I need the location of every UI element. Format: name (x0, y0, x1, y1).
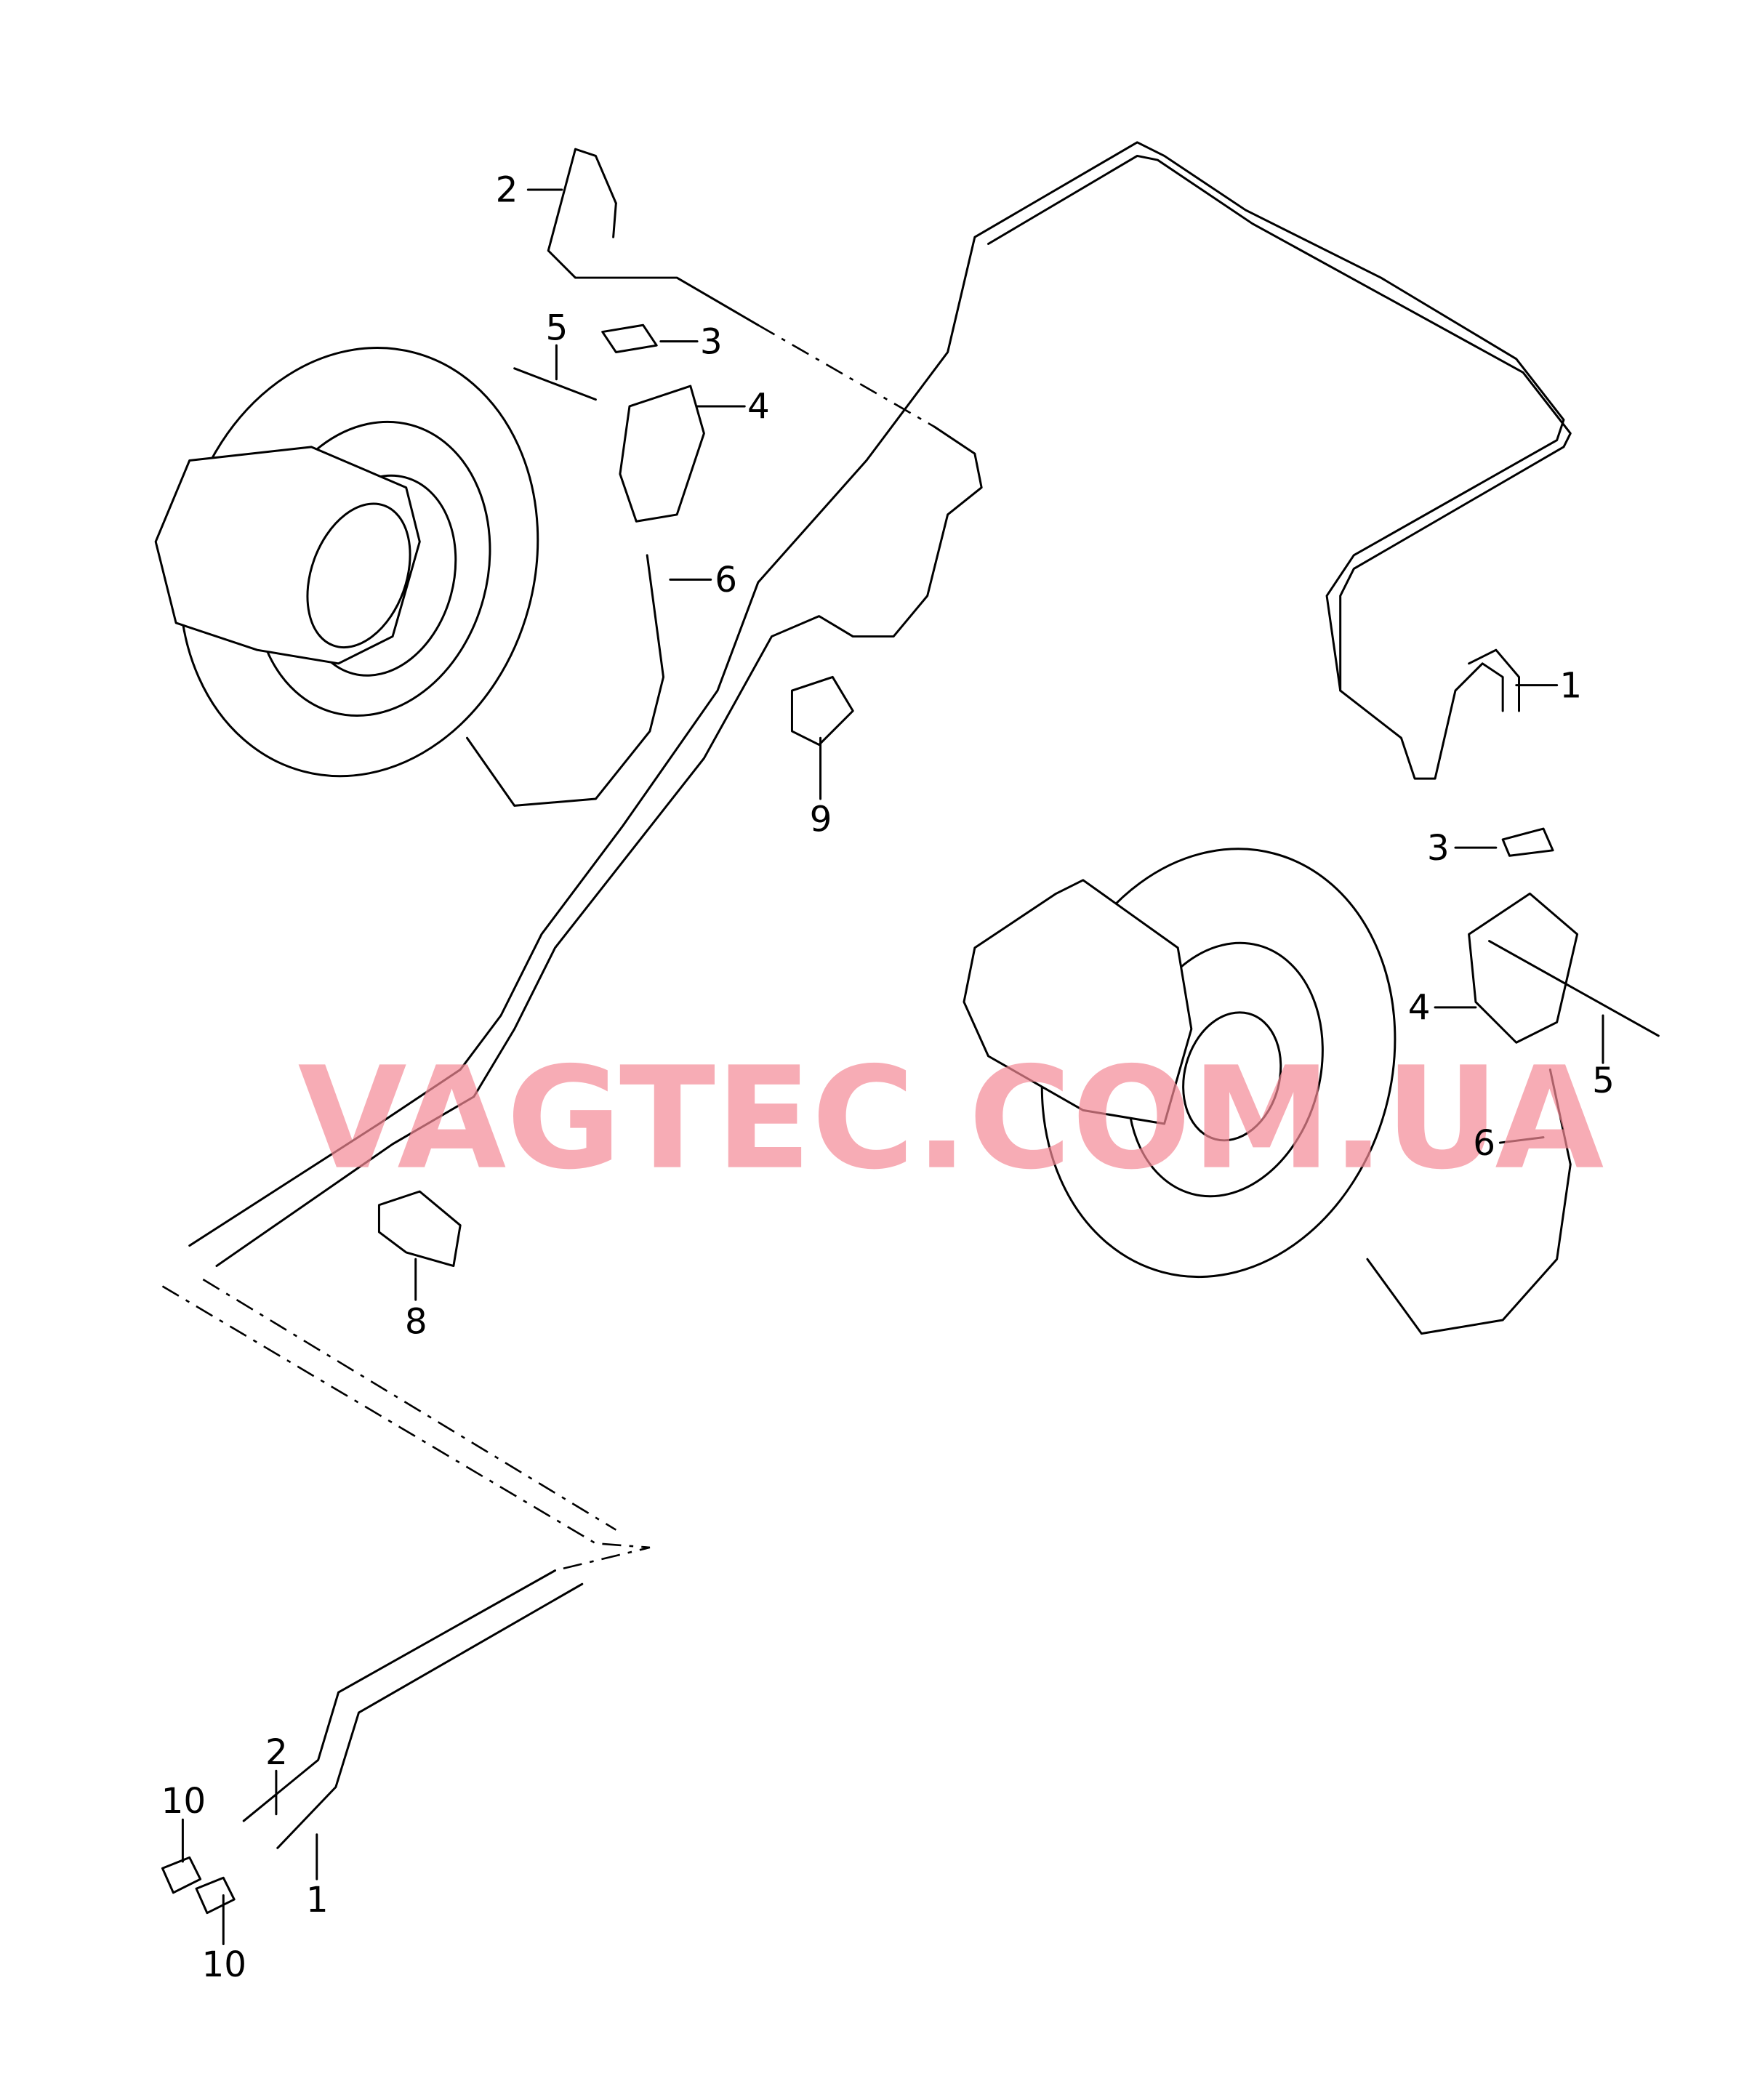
callout-5: 5 (546, 308, 568, 349)
callout-6: 6 (715, 560, 737, 600)
callout-4: 4 (747, 387, 770, 427)
right-brake-caliper (963, 879, 1193, 1125)
callout-1: 1 (1559, 665, 1582, 706)
brackets-and-clips (161, 323, 1660, 1915)
callout-10: 10 (201, 1944, 246, 1985)
brake-pipes (161, 141, 1572, 1849)
callout-5: 5 (1592, 1061, 1615, 1101)
callout-3: 3 (700, 321, 723, 362)
callout-2: 2 (265, 1732, 288, 1773)
callout-3: 3 (1427, 828, 1450, 869)
callout-8: 8 (405, 1302, 427, 1343)
callout-9: 9 (810, 800, 832, 840)
callout-leaders (181, 188, 1604, 1946)
callout-labels: 2 3 5 4 6 9 1 3 4 5 6 8 2 10 1 10 (161, 170, 1615, 1985)
callout-4: 4 (1408, 988, 1431, 1029)
callout-6: 6 (1473, 1123, 1495, 1164)
brake-hoses (466, 554, 1572, 1335)
callout-1: 1 (306, 1880, 329, 1920)
callout-10: 10 (161, 1781, 206, 1822)
watermark: VAGTEC.COM.UA (298, 1037, 1604, 1201)
left-brake-caliper (154, 446, 421, 665)
callout-2: 2 (496, 170, 518, 211)
